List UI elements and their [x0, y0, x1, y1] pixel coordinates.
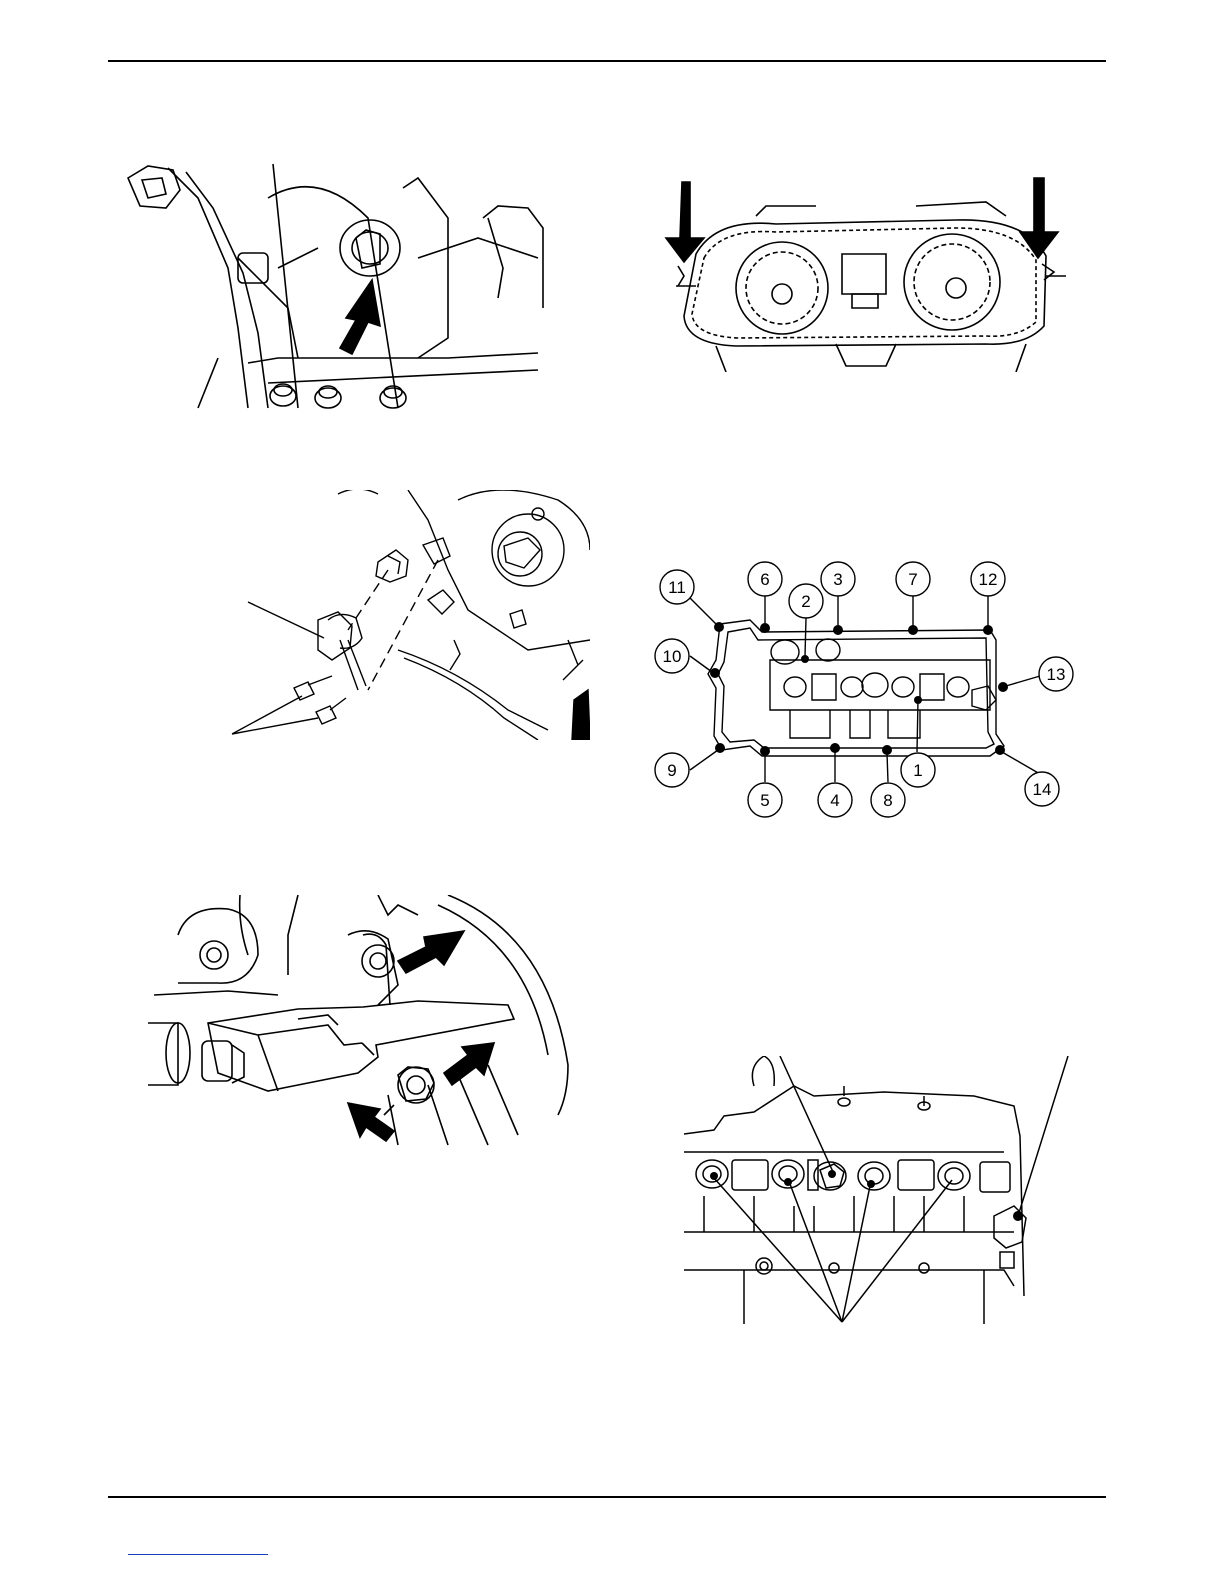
callout-12: 12 [979, 570, 998, 589]
header-rule [108, 60, 1106, 62]
callout-8: 8 [883, 791, 892, 810]
figure-engine-block-ports [684, 1056, 1074, 1324]
callout-6: 6 [760, 570, 769, 589]
callout-10: 10 [663, 647, 682, 666]
footer-rule [108, 1496, 1106, 1498]
callout-3: 3 [833, 570, 842, 589]
callout-7: 7 [908, 570, 917, 589]
footer-hyperlink-underline[interactable] [128, 1554, 268, 1555]
figure-timing-chain [656, 176, 1068, 372]
callout-4: 4 [830, 791, 839, 810]
callout-2: 2 [801, 592, 810, 611]
callout-9: 9 [667, 761, 676, 780]
figure-plug-removal [118, 158, 550, 414]
callout-5: 5 [760, 791, 769, 810]
figure-sensor-exploded [228, 490, 590, 740]
figure-valve-cover-sequence: 1 2 3 4 5 6 7 8 9 10 11 12 13 14 [650, 560, 1080, 820]
callout-13: 13 [1047, 665, 1066, 684]
callout-11: 11 [668, 578, 686, 597]
figure-tensioner-bracket [148, 895, 576, 1157]
callout-14: 14 [1033, 780, 1052, 799]
callout-1: 1 [913, 761, 922, 780]
